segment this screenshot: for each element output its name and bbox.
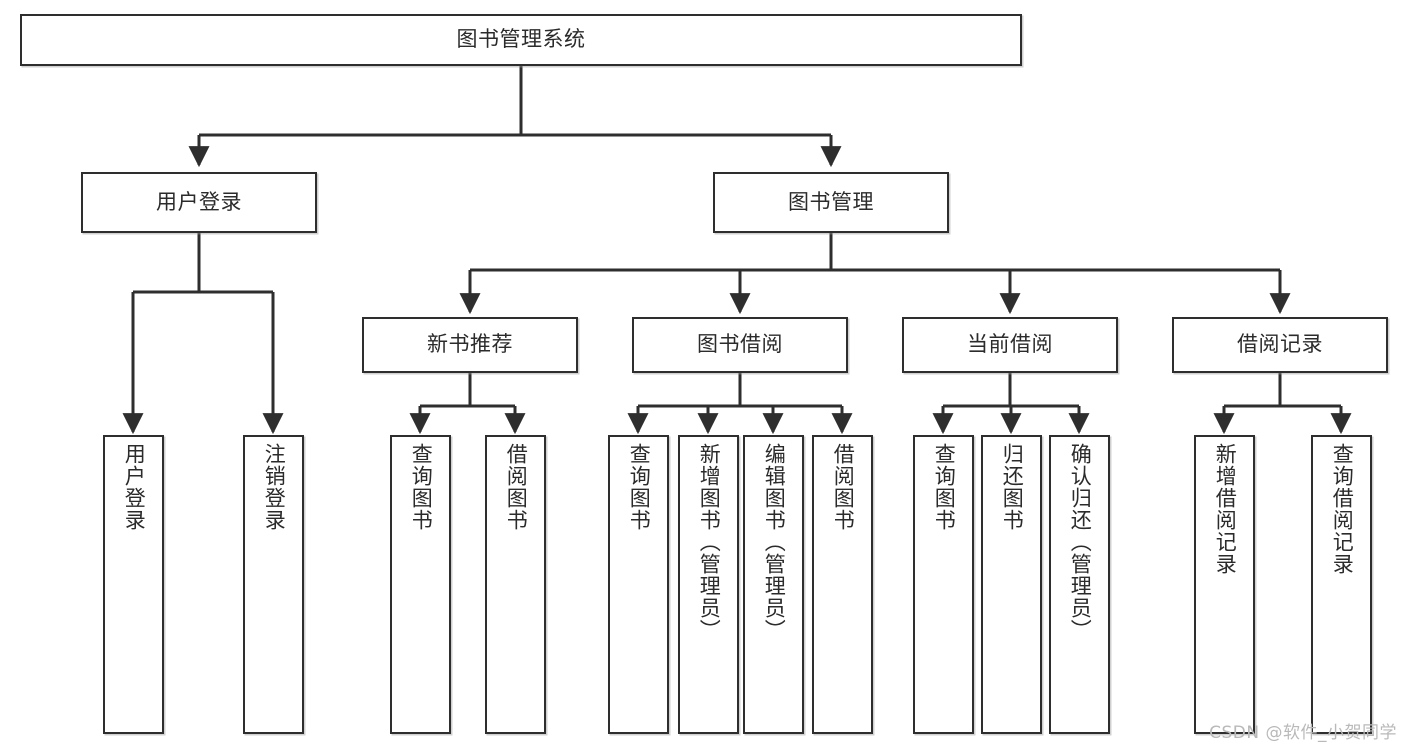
node-book-borrow[interactable]: 图书借阅 xyxy=(632,317,848,373)
leaf-new-book-query-label: 查询图书 xyxy=(409,443,434,531)
leaf-book-borrow-edit[interactable]: 编辑图书（管理员） xyxy=(743,435,804,734)
node-book-borrow-label: 图书借阅 xyxy=(697,332,783,357)
leaf-current-borrow-confirm-return-label: 确认归还（管理员） xyxy=(1068,443,1093,641)
leaf-borrow-record-query-label: 查询借阅记录 xyxy=(1330,443,1355,575)
leaf-borrow-record-query[interactable]: 查询借阅记录 xyxy=(1311,435,1372,734)
leaf-book-borrow-edit-label: 编辑图书（管理员） xyxy=(762,443,787,641)
leaf-user-login-login-label: 用户登录 xyxy=(122,443,147,531)
leaf-new-book-borrow[interactable]: 借阅图书 xyxy=(485,435,546,734)
node-current-borrow-label: 当前借阅 xyxy=(967,332,1053,357)
leaf-borrow-record-add[interactable]: 新增借阅记录 xyxy=(1194,435,1255,734)
leaf-user-login-logout-label: 注销登录 xyxy=(262,443,287,531)
leaf-current-borrow-query-label: 查询图书 xyxy=(932,443,957,531)
leaf-book-borrow-add-label: 新增图书（管理员） xyxy=(697,443,722,641)
node-book-management[interactable]: 图书管理 xyxy=(713,172,949,233)
leaf-current-borrow-confirm-return[interactable]: 确认归还（管理员） xyxy=(1049,435,1110,734)
node-new-book-recommend-label: 新书推荐 xyxy=(427,332,513,357)
node-root[interactable]: 图书管理系统 xyxy=(20,14,1022,66)
node-book-management-label: 图书管理 xyxy=(788,189,874,214)
leaf-current-borrow-query[interactable]: 查询图书 xyxy=(913,435,974,734)
node-borrow-record-label: 借阅记录 xyxy=(1237,332,1323,357)
leaf-borrow-record-add-label: 新增借阅记录 xyxy=(1213,443,1238,575)
leaf-book-borrow-query[interactable]: 查询图书 xyxy=(608,435,669,734)
leaf-book-borrow-borrow[interactable]: 借阅图书 xyxy=(812,435,873,734)
node-root-label: 图书管理系统 xyxy=(456,27,586,52)
leaf-new-book-query[interactable]: 查询图书 xyxy=(390,435,451,734)
node-user-login[interactable]: 用户登录 xyxy=(81,172,317,233)
leaf-user-login-logout[interactable]: 注销登录 xyxy=(243,435,304,734)
node-borrow-record[interactable]: 借阅记录 xyxy=(1172,317,1388,373)
leaf-book-borrow-add[interactable]: 新增图书（管理员） xyxy=(678,435,739,734)
leaf-book-borrow-query-label: 查询图书 xyxy=(627,443,652,531)
node-current-borrow[interactable]: 当前借阅 xyxy=(902,317,1118,373)
leaf-new-book-borrow-label: 借阅图书 xyxy=(504,443,529,531)
leaf-book-borrow-borrow-label: 借阅图书 xyxy=(831,443,856,531)
leaf-current-borrow-return-label: 归还图书 xyxy=(1000,443,1025,531)
node-new-book-recommend[interactable]: 新书推荐 xyxy=(362,317,578,373)
leaf-current-borrow-return[interactable]: 归还图书 xyxy=(981,435,1042,734)
leaf-user-login-login[interactable]: 用户登录 xyxy=(103,435,164,734)
node-user-login-label: 用户登录 xyxy=(156,189,242,214)
